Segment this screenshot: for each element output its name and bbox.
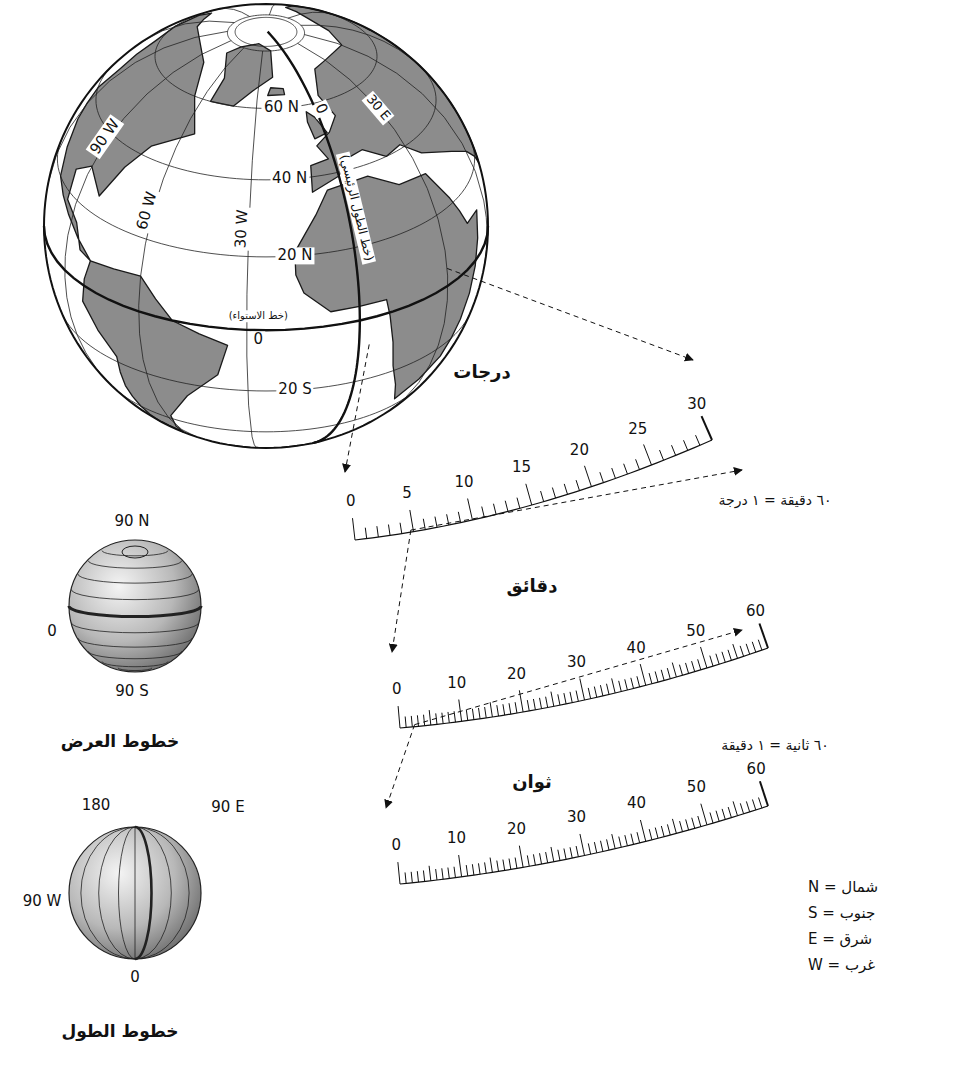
- scale-number: 30: [685, 397, 708, 414]
- prime-meridian-label: (خط الطول الرئيسي): [336, 151, 376, 264]
- direction-key: W = غرب: [806, 957, 877, 974]
- longitude-globe: [69, 827, 201, 959]
- scale-title: ثوان: [510, 772, 554, 793]
- pole-label: 90 N: [112, 513, 151, 530]
- conversion-note: ٦٠ ثانية = ١ دقيقة: [719, 737, 831, 753]
- scale-number: 0: [344, 494, 358, 511]
- conversion-note: ٦٠ دقيقة = ١ درجة: [716, 492, 833, 508]
- pole-label: 90 S: [113, 683, 150, 700]
- scale-number: 40: [625, 640, 648, 657]
- longitude-label: 0: [128, 969, 142, 986]
- scale-number: 20: [568, 442, 591, 459]
- latitude-label: 60 N: [262, 99, 301, 116]
- latitude-label: 40 N: [270, 170, 309, 187]
- scale-number: 0: [390, 838, 404, 855]
- longitude-label: 60 W: [133, 188, 161, 234]
- longitude-label: 90 W: [86, 115, 125, 160]
- latitude-label: 20 N: [275, 247, 314, 264]
- ruler-scale: [353, 416, 712, 540]
- longitude-label: 30 W: [232, 207, 252, 251]
- ruler-scale: [398, 623, 768, 728]
- longitude-label: 0: [311, 99, 332, 119]
- scale-number: 10: [445, 831, 468, 848]
- longitude-label: 30 E: [362, 91, 395, 126]
- scale-number: 10: [453, 474, 476, 491]
- scale-number: 25: [626, 421, 649, 438]
- ruler-scale: [398, 781, 768, 884]
- longitude-label: 180: [80, 797, 113, 814]
- scale-number: 60: [744, 604, 767, 621]
- scale-number: 20: [505, 821, 528, 838]
- scale-title: درجات: [451, 362, 512, 383]
- scale-number: 30: [565, 810, 588, 827]
- direction-key: S = جنوب: [806, 905, 877, 922]
- latitude-label: 0: [251, 332, 265, 349]
- longitude-label: 90 E: [209, 799, 246, 816]
- equator-label: (خط الاستواء): [227, 310, 290, 322]
- zoom-arrows: [345, 268, 742, 808]
- scale-number: 0: [390, 682, 404, 699]
- scale-title: دقائق: [505, 576, 560, 597]
- direction-key: N = شمال: [806, 879, 880, 896]
- latitude-label: 20 S: [276, 381, 313, 398]
- scale-number: 40: [625, 796, 648, 813]
- scale-number: 15: [510, 460, 533, 477]
- latitude-label: 0: [45, 623, 59, 640]
- world-globe: [44, 4, 488, 448]
- latitude-globe: [69, 540, 201, 672]
- direction-key: E = شرق: [806, 931, 874, 948]
- scale-number: 50: [684, 623, 707, 640]
- scale-number: 5: [400, 486, 414, 503]
- globe-caption: خطوط الطول: [59, 1022, 180, 1042]
- scale-number: 10: [445, 675, 468, 692]
- scale-number: 50: [685, 780, 708, 797]
- scale-number: 30: [565, 654, 588, 671]
- scale-number: 20: [505, 666, 528, 683]
- globe-caption: خطوط العرض: [59, 732, 181, 752]
- longitude-label: 90 W: [21, 893, 64, 910]
- scale-number: 60: [745, 761, 768, 778]
